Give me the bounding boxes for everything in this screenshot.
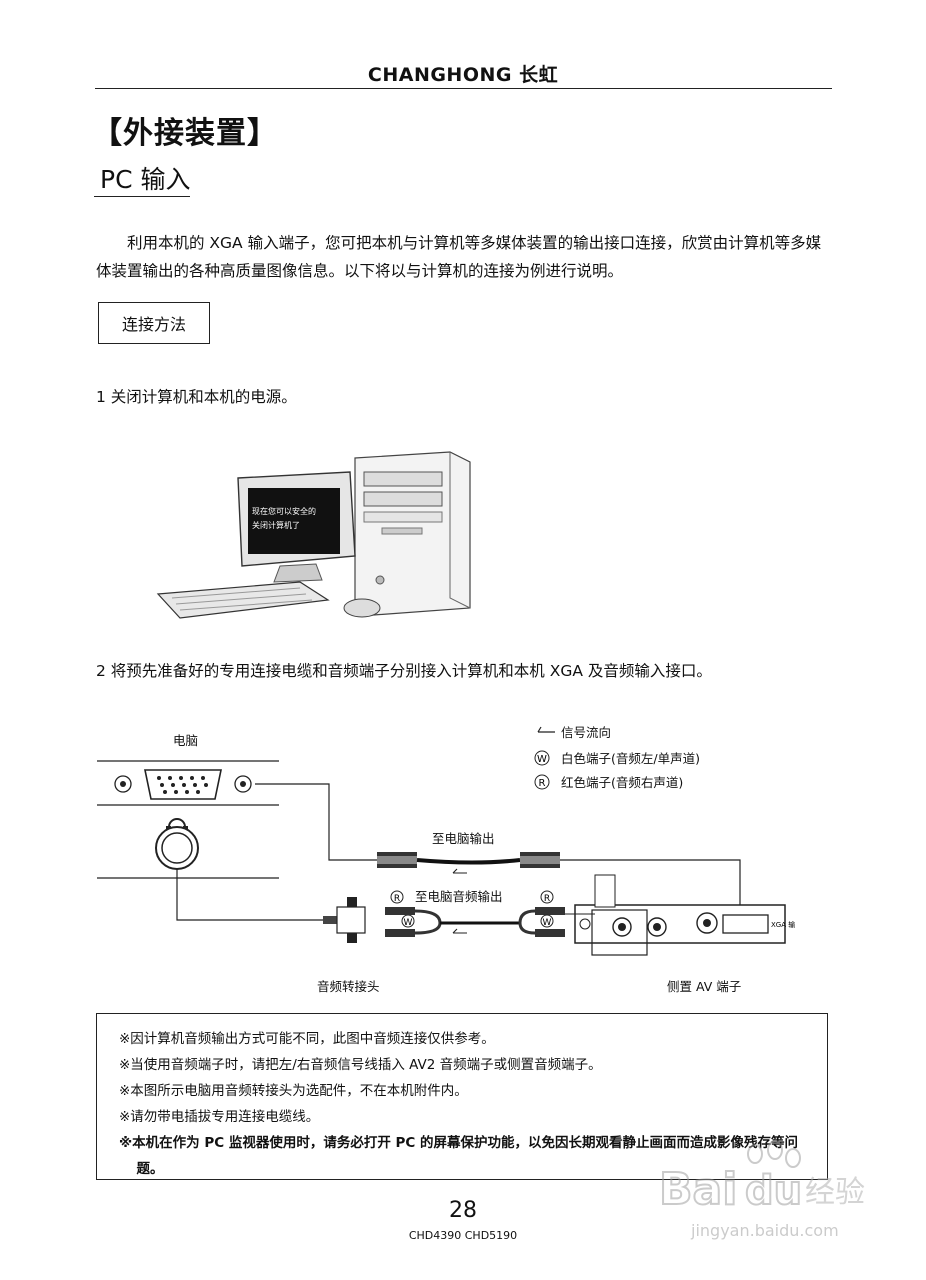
paw-icon — [747, 1140, 801, 1168]
vga-port — [114, 769, 252, 800]
computer-label: 电脑 — [173, 733, 198, 748]
adapter-label: 音频转接头 — [317, 979, 380, 994]
watermark-url: jingyan.baidu.com — [690, 1221, 839, 1240]
header-divider — [95, 88, 832, 89]
method-label: 连接方法 — [121, 315, 186, 334]
subsection-title: PC 输入 — [100, 165, 191, 194]
connection-diagram: 电脑 信号流向 W 白色端子(音频左/单声道) R 红色端子(音频右声道) 至电… — [97, 725, 795, 994]
note-4: ※请勿带电插拔专用连接电缆线。 — [119, 1109, 320, 1125]
section-title: 【外接装置】 — [92, 116, 278, 151]
watermark-paw-text: du — [745, 1168, 802, 1214]
note-2: ※当使用音频端子时，请把左/右音频信号线插入 AV2 音频端子或侧置音频端子。 — [119, 1057, 602, 1073]
audio-adapter — [323, 897, 366, 943]
step-2: 2 将预先准备好的专用连接电缆和音频端子分别接入计算机和本机 XGA 及音频输入… — [96, 662, 712, 680]
intro-paragraph: 利用本机的 XGA 输入端子，您可把本机与计算机等多媒体装置的输出接口连接，欣赏… — [96, 234, 822, 280]
legend-red-terminal: 红色端子(音频右声道) — [561, 775, 683, 790]
pc-illustration: 现在您可以安全的 关闭计算机了 — [156, 451, 471, 619]
side-av-label: 侧置 AV 端子 — [667, 979, 741, 994]
notes-box: ※因计算机音频输出方式可能不同，此图中音频连接仅供参考。 ※当使用音频端子时，请… — [96, 1013, 828, 1180]
audio-cable-label: 至电脑音频输出 — [415, 889, 503, 904]
legend-signal-flow: 信号流向 — [561, 725, 611, 740]
legend-red-symbol: R — [539, 778, 546, 789]
plug-mark-left-r: R — [394, 894, 400, 904]
step-1: 1 关闭计算机和本机的电源。 — [96, 388, 297, 406]
watermark-cn: 经验 — [805, 1175, 865, 1210]
note-3: ※本图所示电脑用音频转接头为选配件，不在本机附件内。 — [119, 1083, 468, 1099]
legend-white-terminal: 白色端子(音频左/单声道) — [561, 751, 700, 766]
baidu-watermark: Bai du 经验 jingyan.baidu.com — [658, 1140, 865, 1240]
subsection-underline — [94, 196, 190, 197]
note-1: ※因计算机音频输出方式可能不同，此图中音频连接仅供参考。 — [119, 1031, 495, 1047]
side-av-panel: XGA 输入 — [565, 874, 795, 956]
plug-mark-right-r: R — [544, 894, 550, 904]
legend-white-symbol: W — [537, 754, 547, 765]
pc-screen-line-1: 现在您可以安全的 — [252, 506, 316, 516]
page-number: 28 — [449, 1198, 477, 1223]
method-label-box: 连接方法 — [98, 302, 210, 344]
watermark-brand: Bai — [659, 1164, 737, 1215]
signal-flow-icon — [537, 726, 555, 733]
plug-mark-right-w: W — [543, 918, 552, 928]
plug-mark-left-w: W — [404, 918, 413, 928]
model-numbers: CHD4390 CHD5190 — [408, 1229, 518, 1242]
brand-logo: CHANGHONG 长虹 — [367, 64, 559, 86]
panel-xga-label: XGA 输入 — [771, 920, 795, 929]
video-cable-label: 至电脑输出 — [432, 831, 495, 846]
note-5: ※本机在作为 PC 监视器使用时，请务必打开 PC 的屏幕保护功能，以免因长期观… — [119, 1135, 799, 1177]
pc-screen-line-2: 关闭计算机了 — [252, 520, 300, 530]
vga-cable — [377, 852, 560, 868]
